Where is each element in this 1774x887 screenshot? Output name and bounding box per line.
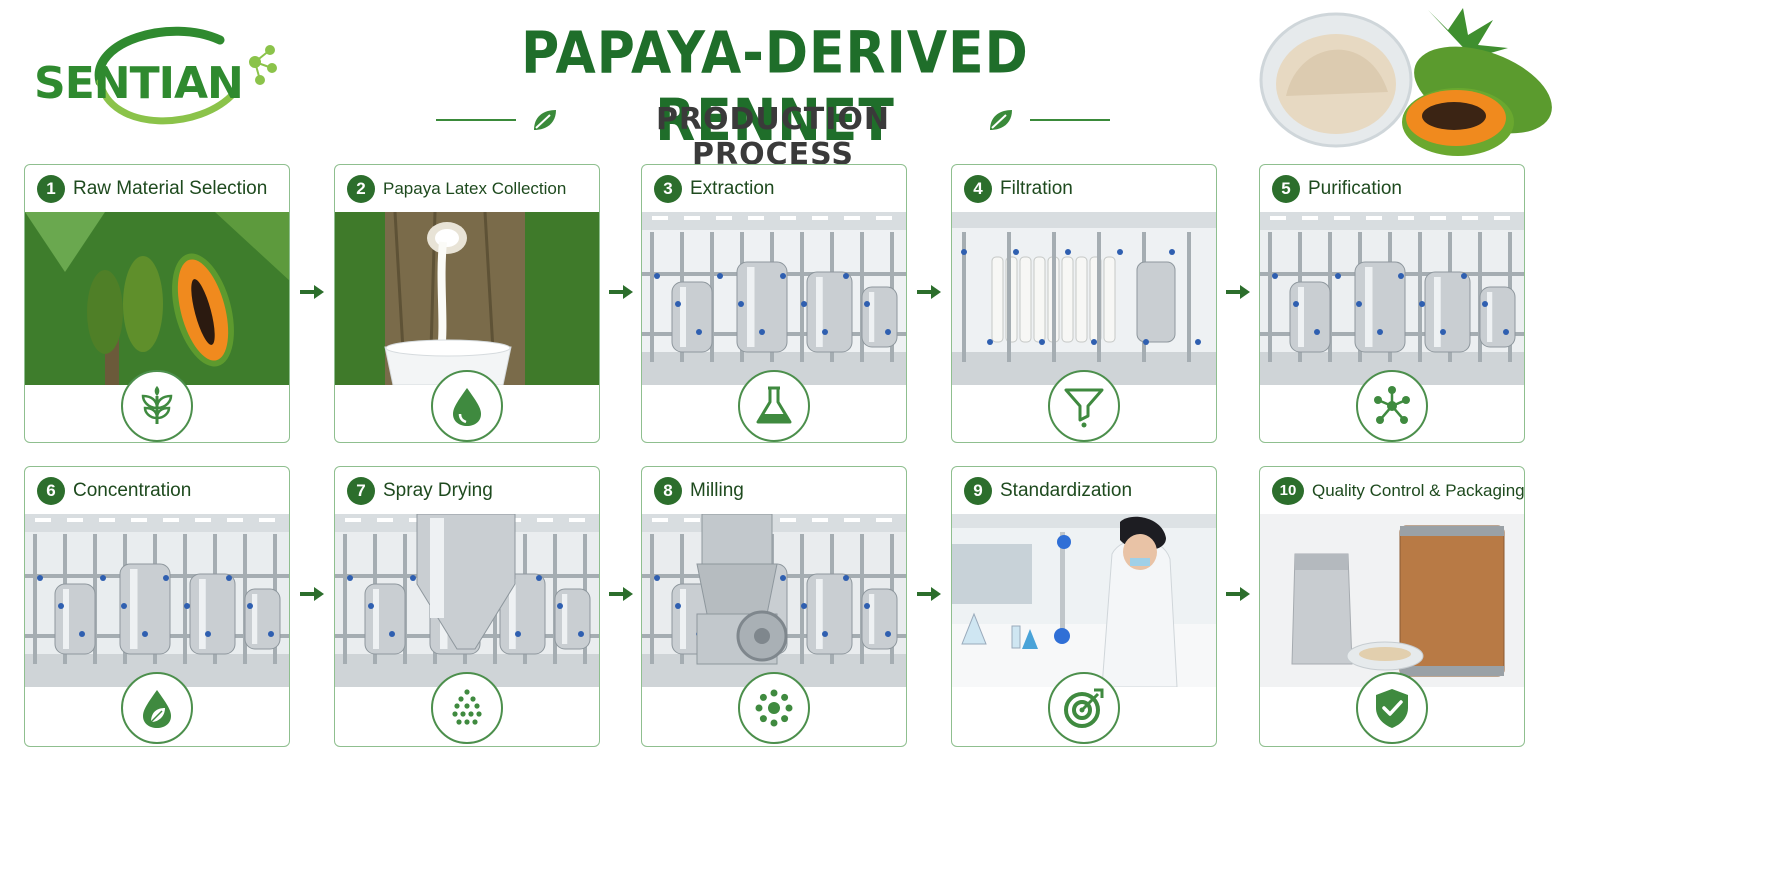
step-card-4: 4 Filtration [951, 164, 1217, 443]
step-card-7: 7 Spray Drying [334, 466, 600, 747]
step-photo [335, 211, 599, 386]
arrow-right-icon [298, 584, 326, 604]
arrow-right-icon [607, 584, 635, 604]
step-photo [25, 212, 289, 385]
logo-text: SENTIAN [34, 58, 244, 109]
step-title: Extraction [690, 177, 775, 199]
arrow-right-icon [915, 584, 943, 604]
step-photo [642, 212, 906, 385]
page-subtitle: PRODUCTION PROCESS [655, 102, 891, 172]
subtitle-row: PRODUCTION PROCESS [436, 100, 1110, 172]
funnel-icon [1048, 370, 1120, 442]
step-card-header: 9 Standardization [952, 467, 1216, 514]
leaf-icon [990, 110, 1012, 130]
step-number-badge: 7 [347, 476, 375, 505]
spray-dots-icon [431, 672, 503, 744]
step-card-header: 1 Raw Material Selection [25, 165, 289, 212]
step-photo [25, 514, 289, 687]
leaf-drop-icon [121, 672, 193, 744]
step-photo [952, 212, 1216, 385]
step-number-badge: 9 [964, 476, 992, 505]
step-title: Concentration [73, 479, 192, 501]
shield-check-icon [1356, 672, 1428, 744]
step-card-header: 5 Purification [1260, 165, 1524, 212]
arrow-right-icon [1224, 584, 1252, 604]
step-card-header: 7 Spray Drying [335, 467, 599, 514]
arrow-right-icon [298, 282, 326, 302]
step-number-badge: 5 [1272, 174, 1300, 203]
arrow-right-icon [915, 282, 943, 302]
step-card-6: 6 Concentration [24, 466, 290, 747]
step-title: Raw Material Selection [73, 177, 268, 199]
step-card-header: 3 Extraction [642, 165, 906, 212]
step-number-badge: 4 [964, 174, 992, 203]
arrow-right-icon [607, 282, 635, 302]
plant-sprout-icon [121, 370, 193, 442]
step-card-8: 8 Milling [641, 466, 907, 747]
step-number-badge: 6 [37, 476, 65, 505]
step-title: Filtration [1000, 177, 1073, 199]
step-photo [1260, 514, 1524, 687]
step-title: Purification [1308, 177, 1402, 199]
step-card-10: 10 Quality Control & Packaging [1259, 466, 1525, 747]
step-card-header: 8 Milling [642, 467, 906, 514]
brand-logo: SENTIAN [30, 22, 280, 134]
step-photo [952, 514, 1216, 688]
water-drop-icon [431, 370, 503, 442]
target-icon [1048, 672, 1120, 744]
arrow-right-icon [1224, 282, 1252, 302]
step-card-header: 2 Papaya Latex Collection [335, 165, 599, 212]
step-number-badge: 1 [37, 174, 65, 203]
step-title: Quality Control & Packaging [1312, 480, 1525, 500]
step-card-3: 3 Extraction [641, 164, 907, 443]
step-photo [642, 513, 906, 687]
step-number-badge: 3 [654, 174, 682, 203]
step-card-header: 10 Quality Control & Packaging [1260, 467, 1524, 514]
step-card-header: 6 Concentration [25, 467, 289, 514]
flask-icon [738, 370, 810, 442]
powder-burst-icon [738, 672, 810, 744]
step-number-badge: 10 [1272, 476, 1304, 505]
page-title: PAPAYA-DERIVED RENNET [521, 20, 1029, 155]
step-card-5: 5 Purification [1259, 164, 1525, 443]
step-card-header: 4 Filtration [952, 165, 1216, 212]
step-number-badge: 2 [347, 174, 375, 203]
step-card-2: 2 Papaya Latex Collection [334, 164, 600, 443]
step-photo [1260, 212, 1524, 385]
step-card-1: 1 Raw Material Selection [24, 164, 290, 443]
leaf-icon [534, 110, 556, 130]
step-number-badge: 8 [654, 476, 682, 505]
logo-swoosh-icon [94, 26, 277, 125]
step-card-9: 9 Standardization [951, 466, 1217, 747]
step-title: Standardization [1000, 479, 1133, 501]
divider-line [1030, 119, 1110, 121]
step-title: Papaya Latex Collection [383, 178, 567, 198]
step-photo [335, 513, 599, 687]
divider-line [436, 119, 516, 121]
hero-papaya-powder-image [1259, 8, 1552, 156]
step-title: Spray Drying [383, 479, 493, 501]
step-title: Milling [690, 479, 744, 501]
molecule-icon [1356, 370, 1428, 442]
